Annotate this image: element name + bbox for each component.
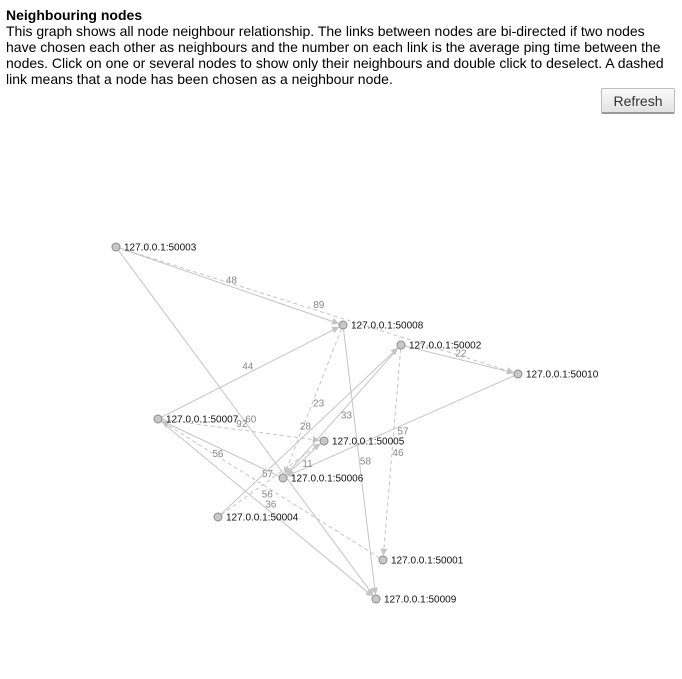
link-weight-label: 11 xyxy=(302,459,313,470)
node-circle[interactable] xyxy=(278,473,288,483)
graph-links: 48 89 60 44 92 36 22 23 58 33 46 57 11 57 28 56 56 xyxy=(117,247,515,597)
graph-link xyxy=(285,347,399,475)
graph-node[interactable]: 127.0.0.1:50005 xyxy=(319,436,405,448)
link-weight-label: 22 xyxy=(455,349,467,360)
node-circle[interactable] xyxy=(396,340,406,350)
node-circle[interactable] xyxy=(319,436,329,446)
link-weight-label: 46 xyxy=(392,448,404,459)
node-label: 127.0.0.1:50006 xyxy=(291,474,364,485)
graph-link xyxy=(160,421,373,597)
link-weight-label: 48 xyxy=(226,275,238,286)
node-circle[interactable] xyxy=(378,555,388,565)
link-weight-label: 57 xyxy=(262,469,274,480)
link-weight-label: 23 xyxy=(313,399,325,410)
node-label: 127.0.0.1:50005 xyxy=(332,437,405,448)
node-label: 127.0.0.1:50008 xyxy=(351,321,424,332)
link-weight-label: 57 xyxy=(397,426,409,437)
refresh-button[interactable]: Refresh xyxy=(601,88,675,114)
page-description: This graph shows all node neighbour rela… xyxy=(6,23,664,87)
link-weight-label: 89 xyxy=(313,300,325,311)
graph-link xyxy=(220,347,398,515)
graph-link xyxy=(117,249,374,596)
node-label: 127.0.0.1:50010 xyxy=(526,370,599,381)
node-label: 127.0.0.1:50002 xyxy=(409,341,482,352)
graph-link xyxy=(161,420,280,477)
graph-link xyxy=(119,247,514,374)
node-circle[interactable] xyxy=(153,414,163,424)
link-weight-label: 44 xyxy=(242,362,254,373)
node-circle[interactable] xyxy=(213,512,223,522)
node-circle[interactable] xyxy=(111,242,121,252)
page-title: Neighbouring nodes xyxy=(6,7,143,23)
graph-node[interactable]: 127.0.0.1:50006 xyxy=(278,473,364,485)
graph-node[interactable]: 127.0.0.1:50002 xyxy=(396,340,482,352)
node-circle[interactable] xyxy=(513,369,523,379)
node-label: 127.0.0.1:50001 xyxy=(391,556,464,567)
graph-node[interactable]: 127.0.0.1:50008 xyxy=(338,320,424,332)
graph-link xyxy=(220,443,321,516)
header: Neighbouring nodes This graph shows all … xyxy=(6,7,678,87)
link-weight-label: 33 xyxy=(341,410,353,421)
graph-link xyxy=(161,326,340,418)
link-weight-label: 58 xyxy=(360,456,372,467)
node-label: 127.0.0.1:50009 xyxy=(384,595,457,606)
graph-node[interactable]: 127.0.0.1:50007 xyxy=(153,414,239,426)
node-label: 127.0.0.1:50004 xyxy=(226,513,299,524)
graph-link xyxy=(342,328,379,595)
graph-node[interactable]: 127.0.0.1:50003 xyxy=(111,242,197,254)
link-weight-label: 60 xyxy=(245,414,257,425)
link-weight-label: 28 xyxy=(300,422,312,433)
node-label: 127.0.0.1:50007 xyxy=(166,415,239,426)
graph-link xyxy=(161,419,320,443)
link-weight-label: 56 xyxy=(212,449,224,460)
graph-link xyxy=(286,375,515,477)
node-label: 127.0.0.1:50003 xyxy=(124,243,197,254)
graph-nodes[interactable]: 127.0.0.1:50003 127.0.0.1:50008 127.0.0.1:… xyxy=(111,242,599,606)
link-weight-label: 36 xyxy=(265,499,277,510)
link-weight-label: 92 xyxy=(236,419,248,430)
graph-link xyxy=(283,328,343,474)
node-circle[interactable] xyxy=(371,594,381,604)
graph-node[interactable]: 127.0.0.1:50009 xyxy=(371,594,457,606)
graph-link xyxy=(161,421,380,559)
graph-node[interactable]: 127.0.0.1:50004 xyxy=(213,512,299,524)
graph-link xyxy=(404,345,514,375)
graph-link xyxy=(119,247,339,325)
graph-node[interactable]: 127.0.0.1:50010 xyxy=(513,369,599,381)
node-circle[interactable] xyxy=(338,320,348,330)
link-weight-label: 56 xyxy=(262,490,274,501)
graph-node[interactable]: 127.0.0.1:50001 xyxy=(378,555,464,567)
